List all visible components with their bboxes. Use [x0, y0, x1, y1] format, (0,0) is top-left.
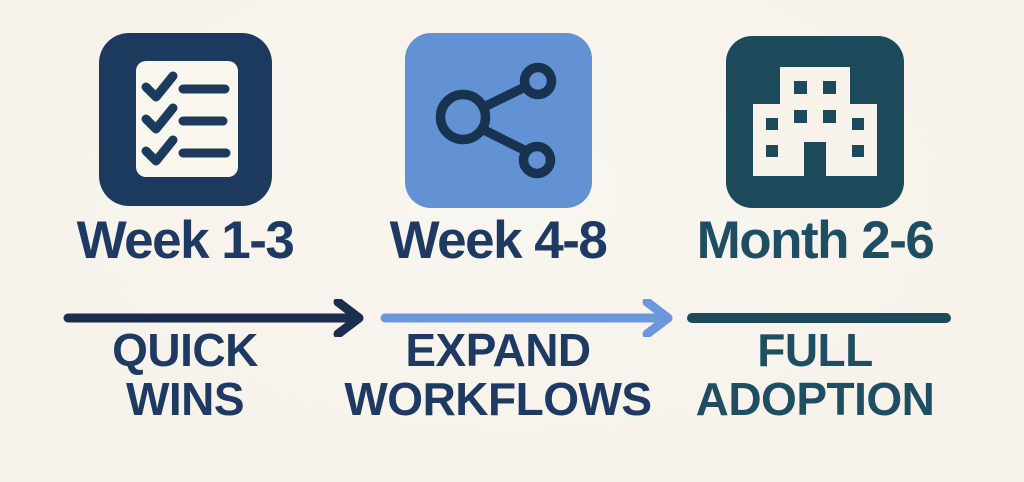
phase-label-line: EXPAND — [405, 324, 591, 376]
phase-label-line: QUICK — [112, 324, 258, 376]
building-icon — [726, 36, 904, 208]
phase-timeframe: Month 2-6 — [696, 211, 935, 270]
timeline-line-phase3 — [684, 299, 954, 337]
timeline-arrow-phase2 — [377, 299, 682, 337]
phase-icon-wrap — [333, 0, 663, 208]
phase-icon-wrap — [650, 0, 980, 208]
arrow-right-icon — [380, 299, 673, 337]
timeline-arrow-phase1 — [60, 299, 370, 337]
share-network-icon — [404, 33, 592, 208]
phase-timeframe: Week 1-3 — [76, 211, 295, 270]
phase-label-line: FULL — [757, 324, 873, 376]
phase-label-line: WINS — [125, 373, 245, 426]
phase-label-line: ADOPTION — [695, 373, 935, 426]
phase-label-line: WORKFLOWS — [344, 373, 652, 426]
phase-icon-wrap — [20, 0, 350, 208]
checklist-icon — [98, 33, 272, 206]
arrow-right-icon — [63, 299, 364, 337]
phase-timeframe: Week 4-8 — [389, 211, 608, 270]
horizontal-line — [687, 313, 951, 323]
